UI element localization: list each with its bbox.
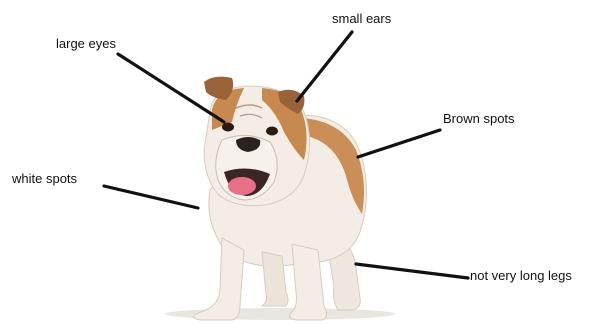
label-brown-spots: Brown spots	[443, 111, 515, 127]
label-not-very-long-legs: not very long legs	[470, 268, 572, 284]
eye-left	[222, 123, 234, 132]
front-leg-left	[194, 238, 244, 320]
leader-line-legs	[356, 264, 468, 278]
label-large-eyes: large eyes	[56, 36, 116, 52]
ear-left	[204, 77, 233, 100]
leader-line-ears	[297, 32, 352, 101]
label-small-ears: small ears	[332, 11, 391, 27]
leader-line-brown-spots	[358, 130, 440, 157]
eye-right	[266, 127, 278, 136]
label-white-spots: white spots	[12, 171, 77, 187]
leader-line-white-spots	[104, 186, 198, 208]
tongue	[228, 177, 256, 195]
